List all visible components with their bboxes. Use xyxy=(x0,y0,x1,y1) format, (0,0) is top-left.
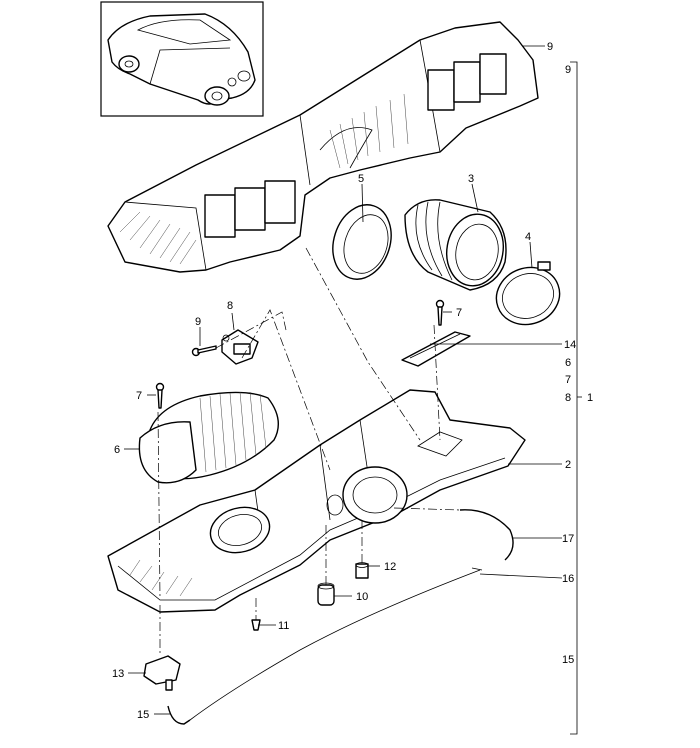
clip xyxy=(251,619,261,631)
callout-7-left: 7 xyxy=(136,390,142,402)
hose-line xyxy=(471,567,483,571)
callout-12: 12 xyxy=(384,561,396,573)
callout-4: 4 xyxy=(525,231,531,243)
callout-15-left: 15 xyxy=(137,709,149,721)
sensor-bracket xyxy=(221,329,259,365)
air-filter xyxy=(138,391,280,484)
callout-6-right: 6 xyxy=(565,357,571,369)
rubber-buffer xyxy=(317,582,335,606)
callout-15-right: 15 xyxy=(562,654,574,666)
intake-bellows xyxy=(404,199,507,291)
grommet xyxy=(355,562,369,579)
screw-left xyxy=(191,345,217,357)
callout-8-bracket: 8 xyxy=(565,392,571,404)
callout-17: 17 xyxy=(562,533,574,545)
callout-6-left: 6 xyxy=(114,444,120,456)
screw-filter xyxy=(155,382,165,409)
callout-7-bracket: 7 xyxy=(565,374,571,386)
callout-9-top: 9 xyxy=(547,41,553,53)
callout-13: 13 xyxy=(112,668,124,680)
callout-14: 14 xyxy=(564,339,576,351)
group-bracket-9-15 xyxy=(570,61,578,735)
callout-16: 16 xyxy=(562,573,574,585)
callout-1: 1 xyxy=(587,392,593,404)
hose-clamp xyxy=(495,261,561,326)
callout-10: 10 xyxy=(356,591,368,603)
screw-top-right xyxy=(435,299,445,326)
vehicle-thumbnail xyxy=(100,1,264,117)
callout-8-top: 8 xyxy=(227,300,233,312)
lower-air-box xyxy=(107,389,526,613)
callout-5: 5 xyxy=(358,173,364,185)
callout-3: 3 xyxy=(468,173,474,185)
sealing-ring xyxy=(332,204,392,280)
callout-labels: 9 9 5 3 4 8 7 9 14 6 7 8 1 7 6 2 17 12 1… xyxy=(112,41,593,721)
upper-intake-duct xyxy=(107,21,539,273)
pressure-sensor xyxy=(143,655,181,691)
vacuum-hose xyxy=(167,569,481,725)
breather-hose xyxy=(459,509,514,561)
callout-11: 11 xyxy=(278,620,289,632)
callout-7-right: 7 xyxy=(456,307,462,319)
callout-9-left: 9 xyxy=(195,316,201,328)
leader-lines xyxy=(124,45,563,715)
callout-2: 2 xyxy=(565,459,571,471)
callout-9-bracket: 9 xyxy=(565,64,571,76)
